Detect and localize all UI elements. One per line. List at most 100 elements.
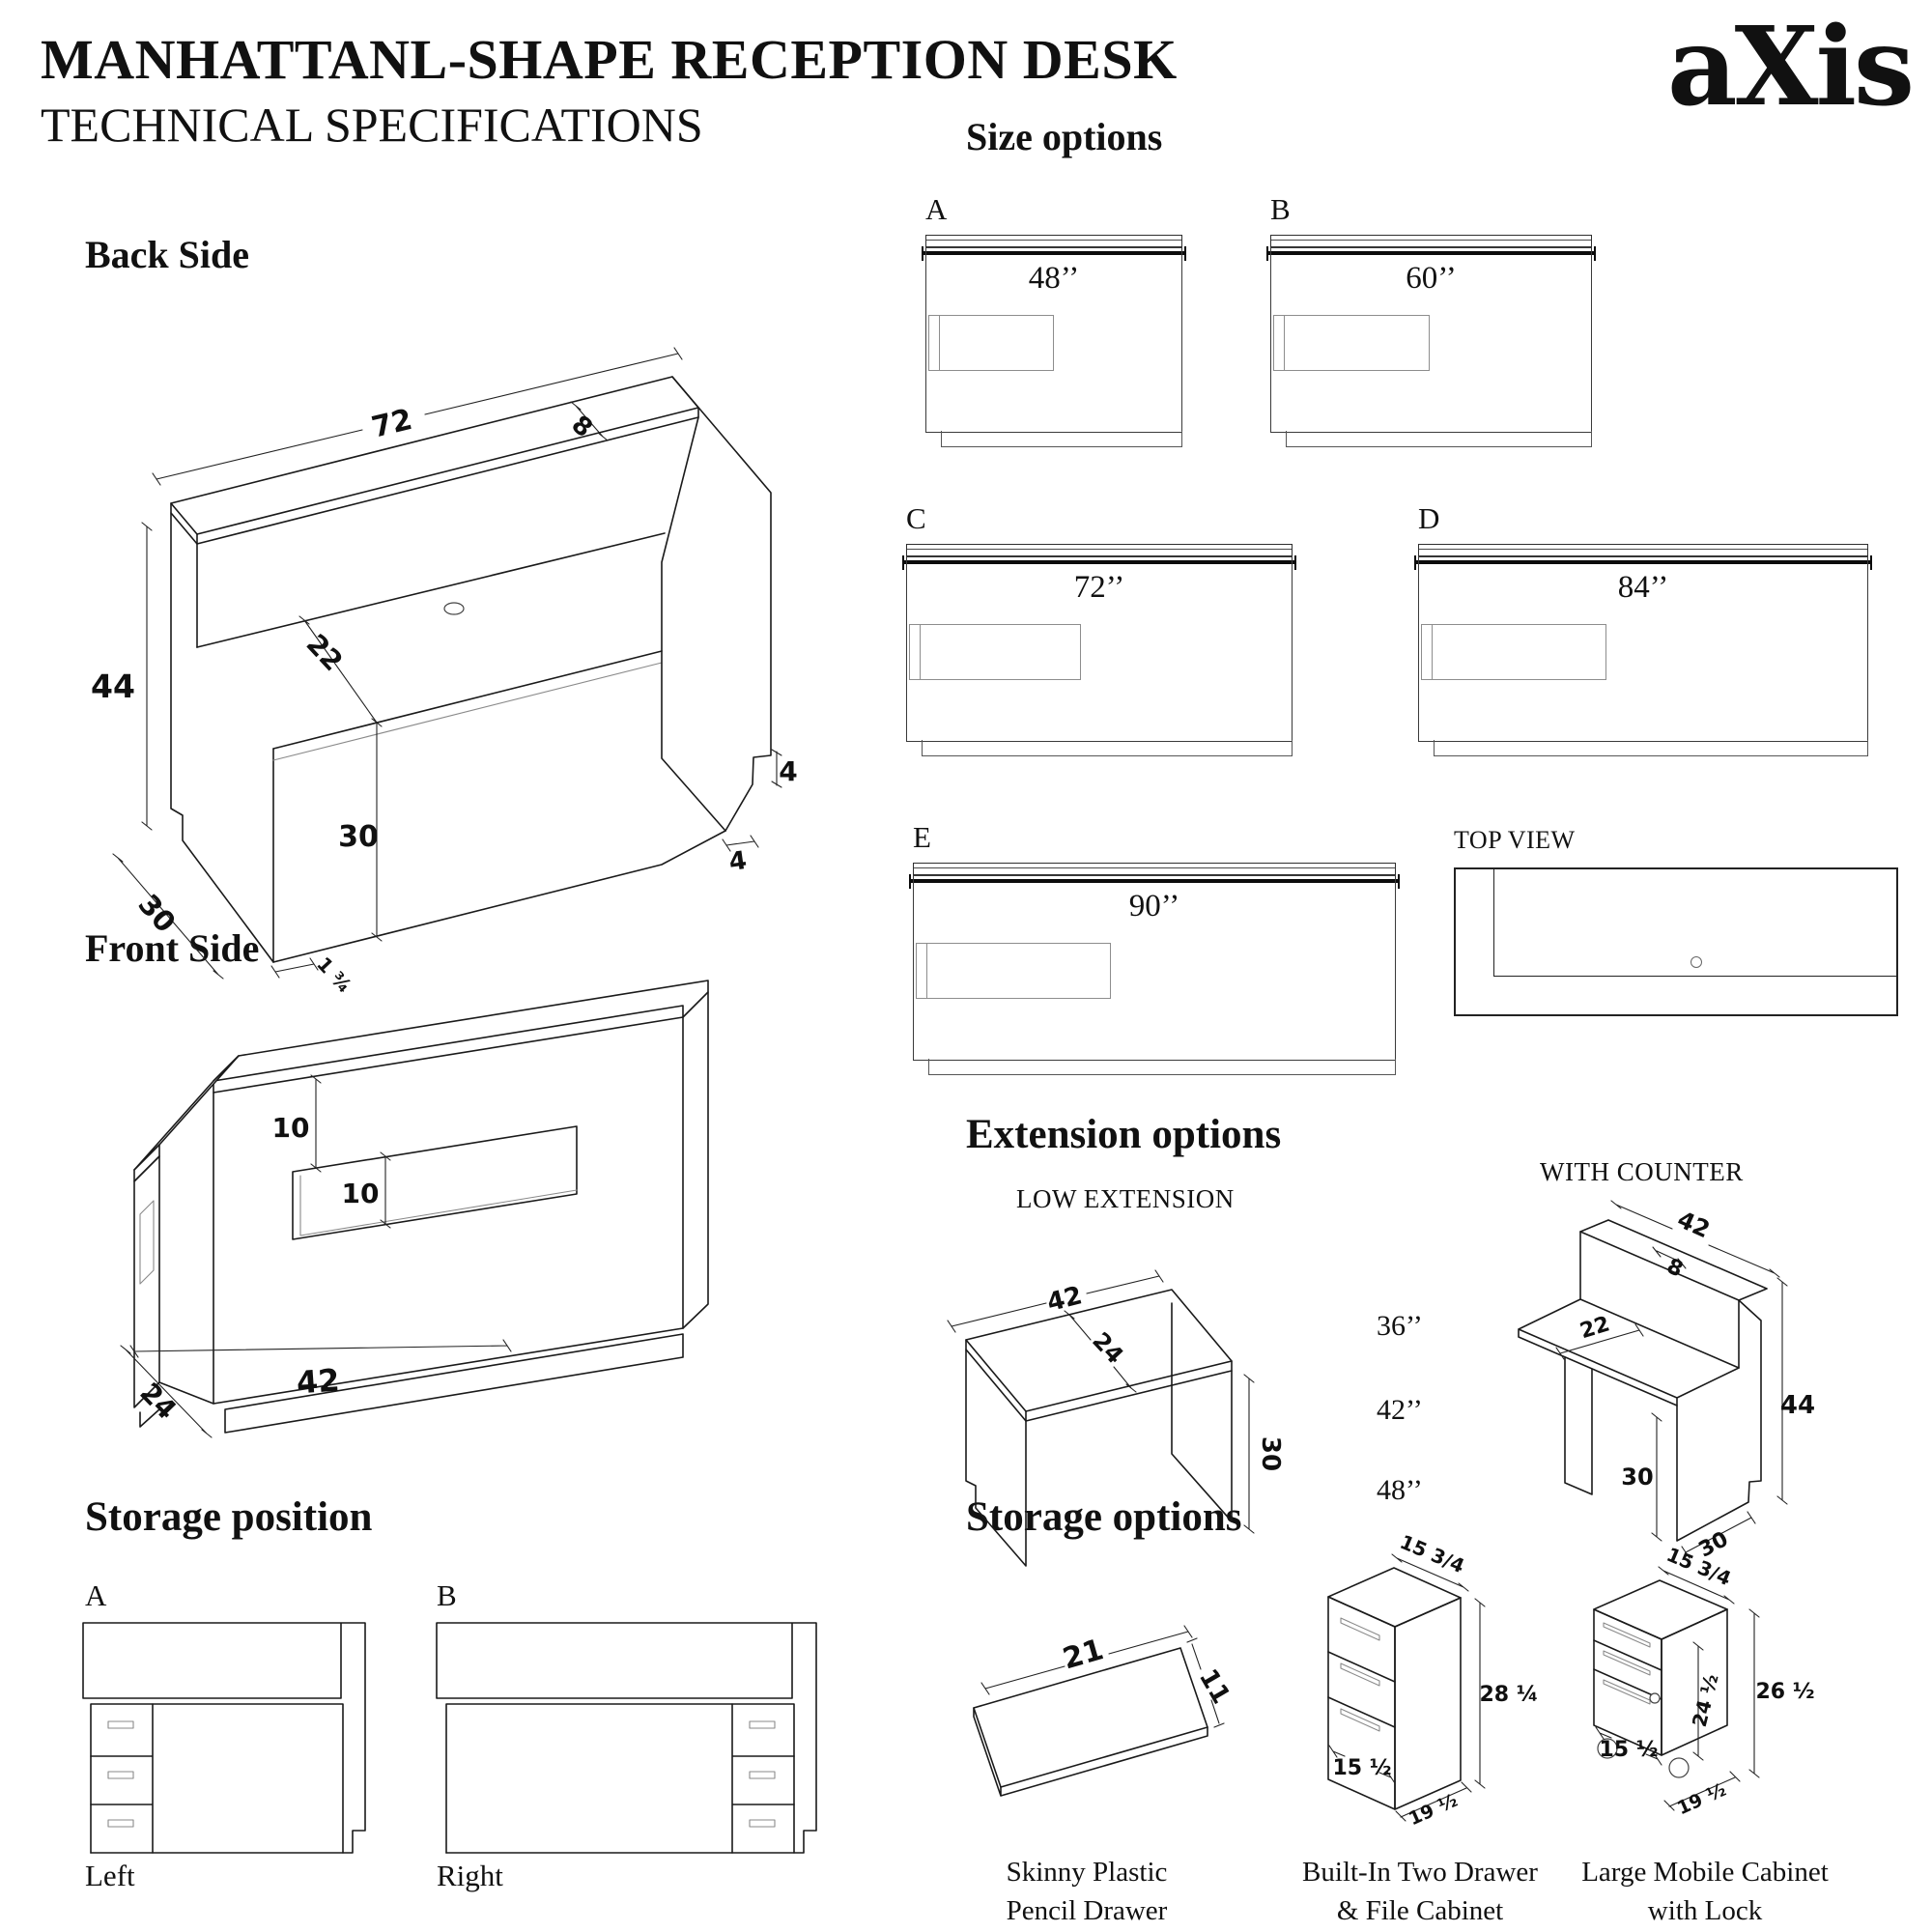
storage-position-heading: Storage position	[85, 1494, 373, 1540]
top-view-inner-edge-v	[1493, 869, 1494, 976]
brand-logo: aXis	[1667, 4, 1915, 130]
width-dim-line	[902, 555, 1296, 570]
low-extension-label: LOW EXTENSION	[1016, 1184, 1235, 1213]
desk-body	[925, 247, 1182, 433]
panel-size-label: 60’’	[1406, 261, 1457, 296]
dim-dh: 30	[1621, 1463, 1653, 1491]
counter-band	[1270, 235, 1592, 247]
width-dim-line	[909, 874, 1400, 889]
caption-line1: Skinny Plastic	[1006, 1857, 1168, 1888]
dim-inner: 24 ½	[1688, 1671, 1723, 1729]
builtin-cabinet-drawing: 15 3/4 28 ¼ 15 ½ 19 ½	[1327, 1530, 1539, 1830]
mobile-cabinet-drawing: 15 3/4 24 ½ 26 ½ 15 ½ 19 ½	[1593, 1543, 1815, 1820]
counter-band	[913, 863, 1396, 875]
low-extension-outline	[965, 1289, 1233, 1567]
dim-h: 28 ¼	[1479, 1683, 1538, 1707]
panel-letter: D	[1418, 501, 1440, 535]
dim-w: 15 ½	[1332, 1756, 1391, 1780]
dim-h: 44	[1780, 1391, 1815, 1420]
size-panel-b: B 60’’	[1266, 192, 1596, 449]
page-subtitle: TECHNICAL SPECIFICATIONS	[41, 98, 703, 152]
dim-w: 42	[1673, 1206, 1714, 1243]
with-counter-drawing: 42 8 22 44 30 30	[1518, 1200, 1815, 1562]
grommet-hole	[443, 602, 465, 615]
low-extension-drawing: 42 24 30	[947, 1269, 1285, 1567]
width-dim-line	[1266, 246, 1596, 261]
back-side-heading: Back Side	[85, 233, 250, 276]
front-side-heading: Front Side	[85, 926, 260, 970]
top-view-drawing	[1454, 867, 1898, 1018]
panel-letter: B	[1270, 192, 1291, 226]
pencil-drawer-caption: Skinny Plastic Pencil Drawer	[976, 1853, 1198, 1930]
dim-w: 21	[1059, 1633, 1107, 1676]
extension-size-36: 36’’	[1377, 1310, 1423, 1342]
size-panel-c: C 72’’	[902, 501, 1296, 758]
dim-counter-depth: 8	[566, 411, 598, 444]
dim-d: 19 ½	[1674, 1779, 1729, 1820]
size-panel-d: D 84’’	[1414, 501, 1872, 758]
caster-wheel	[1597, 1738, 1618, 1759]
dim-depth: 30	[131, 888, 182, 939]
panel-letter: C	[906, 501, 926, 535]
size-panel-e: E 90’’	[909, 820, 1400, 1077]
desk-window	[1421, 624, 1606, 680]
panel-size-label: 72’’	[1073, 570, 1125, 605]
back-side-drawing: 72 8 44 30 1 ¾ 22 30 4 4	[91, 347, 798, 998]
lock-cylinder	[1649, 1692, 1661, 1704]
pencil-drawer-drawing: 21 11	[973, 1625, 1236, 1797]
dim-notch-v: 4	[779, 755, 797, 787]
caption-line2: & File Cabinet	[1336, 1895, 1504, 1926]
desk-body	[906, 556, 1293, 742]
desk-kick	[1434, 740, 1868, 756]
extension-size-42: 42’’	[1377, 1394, 1423, 1426]
back-desk-outline	[170, 376, 772, 963]
dim-length: 72	[368, 403, 415, 445]
storage-position-b-drawing	[436, 1622, 817, 1854]
front-dimensions: 10 10 42 24	[120, 1074, 512, 1438]
builtin-cabinet-caption: Built-In Two Drawer & File Cabinet	[1290, 1853, 1550, 1930]
dim-band: 10	[272, 1112, 310, 1144]
counter-band	[1418, 544, 1868, 556]
front-desk-outline	[133, 980, 709, 1434]
desk-body	[1418, 556, 1868, 742]
storage-position-a-drawing	[82, 1622, 366, 1854]
desk-window	[1273, 315, 1430, 371]
extension-options-heading: Extension options	[966, 1112, 1282, 1157]
desk-kick	[922, 740, 1293, 756]
desk-window	[928, 315, 1054, 371]
dim-desk-depth: 22	[300, 628, 350, 677]
page-title: MANHATTANL-SHAPE RECEPTION DESK	[41, 28, 1178, 91]
dim-desk-height: 30	[338, 820, 379, 854]
dim-h: 30	[1256, 1436, 1285, 1471]
size-panel-a: A 48’’	[922, 192, 1186, 449]
desk-kick	[1286, 431, 1592, 447]
top-view-label: TOP VIEW	[1454, 826, 1576, 854]
counter-band	[906, 544, 1293, 556]
desk-kick	[941, 431, 1182, 447]
caption-line1: Large Mobile Cabinet	[1581, 1857, 1829, 1888]
top-view-grommet	[1690, 956, 1702, 968]
storage-b-letter: B	[437, 1578, 457, 1612]
front-side-drawing: 10 10 42 24	[120, 980, 709, 1438]
desk-kick	[928, 1059, 1396, 1075]
dim-window-w: 42	[296, 1362, 341, 1402]
width-dim-line	[922, 246, 1186, 261]
panel-letter: E	[913, 820, 931, 854]
storage-a-letter: A	[85, 1578, 107, 1612]
desk-window	[916, 943, 1111, 999]
caption-line2: with Lock	[1647, 1895, 1763, 1926]
panel-size-label: 84’’	[1617, 570, 1669, 605]
with-counter-dimensions: 42 8 22 44 30 30	[1555, 1200, 1815, 1562]
with-counter-label: WITH COUNTER	[1540, 1157, 1744, 1186]
dim-cd: 8	[1663, 1255, 1687, 1283]
desk-body	[1270, 247, 1592, 433]
dim-top: 15 3/4	[1397, 1530, 1468, 1577]
dim-w: 15 ½	[1599, 1738, 1658, 1762]
storage-a-caption: Left	[85, 1859, 135, 1892]
top-view-outline	[1454, 867, 1898, 1016]
desk-body	[913, 875, 1396, 1061]
width-dim-line	[1414, 555, 1872, 570]
storage-options-heading: Storage options	[966, 1494, 1242, 1540]
counter-band	[925, 235, 1182, 247]
